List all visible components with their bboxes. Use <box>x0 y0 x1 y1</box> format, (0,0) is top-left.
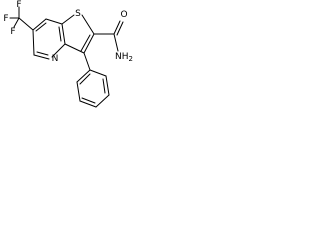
atom-f-top: F <box>16 0 21 10</box>
bond-pyridine-6 <box>32 29 35 56</box>
bond-phenyl-attach <box>83 52 91 71</box>
bond-thiophene-c2-c3 <box>83 33 95 54</box>
bond-amide-c-n <box>113 33 119 52</box>
atom-n-amide-main: NH <box>115 52 129 62</box>
atom-n-amide: NH2 <box>115 52 133 63</box>
atom-label-layer: F F F S N O NH2 <box>3 0 133 64</box>
atom-s-thiophene: S <box>75 9 81 19</box>
atom-f-bottom: F <box>10 27 15 37</box>
bond-amide-c-o <box>113 20 121 35</box>
bond-cf3-c-f-bottom <box>13 17 20 28</box>
bond-phenyl-4 <box>79 100 97 108</box>
bond-phenyl-2 <box>105 75 110 96</box>
molecule-structure: F F F S N O NH2 <box>3 0 133 108</box>
bond-layer <box>9 6 124 108</box>
bond-phenyl-4-double <box>81 97 96 104</box>
bond-phenyl-6-double <box>79 73 91 85</box>
bond-pyridine-1-double <box>35 22 47 32</box>
bond-phenyl-1 <box>89 69 107 77</box>
bond-amide-c-o-double <box>116 21 124 36</box>
bond-cf3-to-ring <box>18 17 34 31</box>
atom-o-amide: O <box>120 10 127 20</box>
atom-n-pyridine: N <box>52 54 59 64</box>
bond-thiophene-c2-c3-double <box>80 34 91 52</box>
bond-pyridine-3 <box>61 23 66 45</box>
bond-thiophene-s-left <box>61 14 75 25</box>
bond-phenyl-3 <box>95 94 110 108</box>
bond-pyridine-2 <box>45 18 63 25</box>
bond-pyridine-5-double <box>36 51 49 56</box>
bond-pyridine-4 <box>51 43 66 58</box>
bond-phenyl-5 <box>76 81 81 102</box>
bond-pyridine-1 <box>32 18 47 31</box>
bond-pyridine-5 <box>33 54 50 60</box>
bond-phenyl-6 <box>76 69 91 83</box>
bond-phenyl-2-double <box>102 78 106 94</box>
atom-n-amide-subscript: 2 <box>129 55 133 63</box>
atom-f-left: F <box>3 14 8 24</box>
bond-pyridine-3-double <box>58 26 62 42</box>
bond-thiophene-s-right <box>81 14 95 35</box>
bond-thiophene-c3-c3a <box>64 43 85 54</box>
